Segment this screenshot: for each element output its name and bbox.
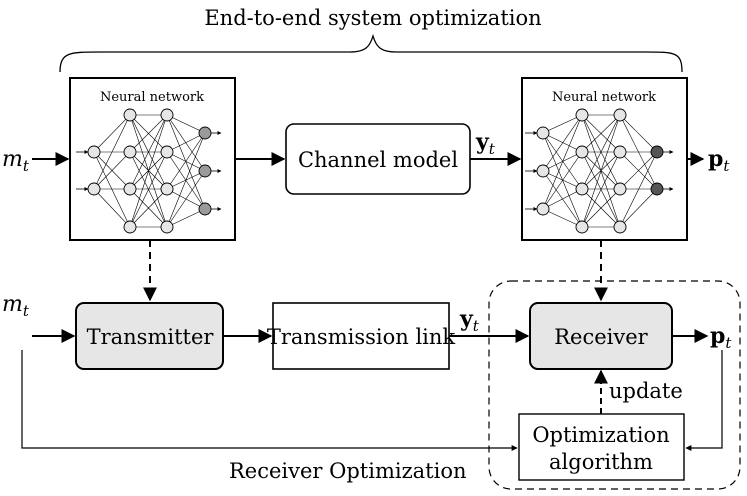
transmitter-label: Transmitter (87, 325, 215, 349)
nn-right-node (613, 145, 627, 159)
nn-left-edge (129, 151, 168, 228)
nn-left-edge (93, 114, 131, 153)
svg-text:mt: mt (2, 292, 30, 320)
diagram-title: End-to-end system optimization (204, 6, 541, 30)
nn-right-edge (619, 151, 658, 228)
nn-right-edge (542, 132, 583, 190)
optimization-line2: algorithm (549, 450, 653, 474)
nn-left-edge (166, 132, 206, 228)
nn-left-edge (166, 114, 206, 210)
nn-right-edge (581, 188, 621, 228)
symbol-y-bottom: yt (459, 306, 480, 335)
nn-right-node (613, 182, 627, 196)
nn-right-node (613, 220, 627, 234)
nn-right-edge (542, 208, 583, 228)
nn-right-node (536, 202, 550, 216)
nn-left-node (123, 220, 137, 234)
nn-left-edge (166, 132, 206, 190)
neural-network-left-label: Neural network (100, 90, 204, 105)
transmission-link-block (272, 302, 450, 370)
nn-right-node (536, 126, 550, 140)
nn-left-output-node (198, 202, 212, 216)
nn-right-node (575, 108, 589, 122)
nn-left-node (87, 145, 101, 159)
nn-right-node (575, 182, 589, 196)
symbol-m-bottom: mt (2, 292, 30, 320)
nn-right-edge (581, 151, 621, 228)
svg-text:pt: pt (708, 146, 730, 175)
svg-text:yt: yt (475, 129, 496, 158)
symbol-m-top: mt (2, 147, 30, 175)
nn-right-edge (542, 114, 583, 134)
nn-left-output-node (198, 126, 212, 140)
symbol-p-bottom: pt (710, 323, 732, 352)
neural-network-right-label: Neural network (552, 90, 656, 105)
receiver-optimization-region (488, 280, 741, 490)
nn-left-edge (166, 208, 206, 228)
nn-left-node (160, 145, 174, 159)
nn-left-edge (93, 188, 131, 228)
nn-right-node (575, 145, 589, 159)
neural-network-left: Neural network (69, 77, 236, 241)
brace (59, 33, 683, 73)
nn-left-edge (129, 114, 168, 228)
svg-text:mt: mt (2, 147, 30, 175)
nn-right-output-node (650, 182, 664, 196)
nn-left-node (160, 108, 174, 122)
nn-left-node (160, 182, 174, 196)
channel-model-label: Channel model (298, 148, 458, 172)
svg-text:pt: pt (710, 323, 732, 352)
nn-right-output-node (650, 145, 664, 159)
nn-left-edge (129, 114, 168, 153)
nn-left-node (123, 182, 137, 196)
nn-left-edge (166, 170, 206, 228)
nn-left-edge (166, 132, 206, 153)
update-label: update (609, 379, 683, 403)
symbol-y-top: yt (475, 129, 496, 158)
optimization-algorithm-block (518, 413, 685, 481)
nn-left-node (87, 182, 101, 196)
nn-left-node (160, 220, 174, 234)
nn-right-edge (581, 114, 621, 190)
nn-left-edge (166, 114, 206, 134)
nn-right-node (575, 220, 589, 234)
receiver-label: Receiver (554, 325, 648, 349)
nn-right-edge (542, 114, 583, 210)
arrow-output-to-optimizer (685, 350, 723, 451)
nn-left-edge (93, 151, 131, 228)
nn-right-node (536, 164, 550, 178)
nn-right-edge (581, 114, 621, 228)
receiver-optimization-label: Receiver Optimization (229, 459, 467, 483)
nn-left-output-node (198, 164, 212, 178)
arrow-input-to-optimizer (21, 350, 518, 451)
nn-right-edge (542, 188, 583, 210)
nn-right-edge (619, 151, 658, 190)
nn-right-edge (619, 188, 658, 228)
nn-left-node (123, 108, 137, 122)
nn-right-node (613, 108, 627, 122)
nn-right-edge (581, 114, 621, 153)
optimization-line1: Optimization (532, 423, 669, 447)
nn-left-edge (129, 114, 168, 190)
svg-text:yt: yt (459, 306, 480, 335)
nn-left-node (123, 145, 137, 159)
nn-left-edge (93, 114, 131, 190)
transmission-link-label: Transmission link (267, 325, 456, 349)
nn-left-edge (93, 151, 131, 190)
nn-left-edge (129, 188, 168, 228)
nn-left-edge (166, 114, 206, 172)
neural-network-right: Neural network (521, 77, 688, 241)
symbol-p-top: pt (708, 146, 730, 175)
nn-right-edge (542, 151, 583, 210)
nn-right-edge (619, 114, 658, 153)
nn-right-edge (542, 114, 583, 172)
